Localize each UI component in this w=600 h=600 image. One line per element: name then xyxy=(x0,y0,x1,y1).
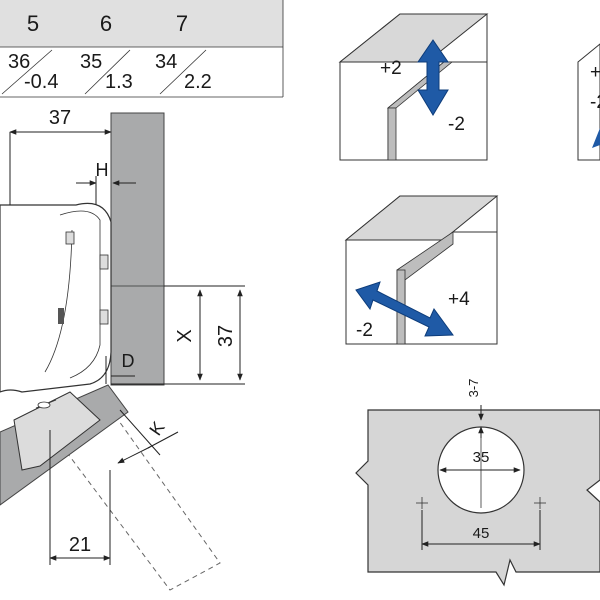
table-cell-7-top: 34 xyxy=(155,51,177,73)
depth-adjustment-view: +4 -2 xyxy=(344,195,499,345)
dim-37-top: 37 xyxy=(49,107,71,129)
table-header-6: 6 xyxy=(100,11,112,36)
label-D: D xyxy=(122,351,135,371)
vertical-adjust-arrow xyxy=(417,39,449,116)
dim-45: 45 xyxy=(473,525,490,542)
vertical-minus-2: -2 xyxy=(448,114,465,135)
table-cell-6-bottom: 1.3 xyxy=(105,71,133,93)
dim-35: 35 xyxy=(473,449,490,466)
label-X: X xyxy=(174,329,196,342)
dim-3-7: 3-7 xyxy=(466,379,481,398)
dim-21: 21 xyxy=(69,534,91,556)
vertical-plus-2: +2 xyxy=(380,58,402,79)
table-cell-5-bottom: -0.4 xyxy=(24,71,58,93)
label-K: K xyxy=(145,418,168,439)
table-cell-7-bottom: 2.2 xyxy=(184,71,212,93)
table-header-7: 7 xyxy=(176,11,188,36)
hinge-side-view: 37 H X 37 D K 21 xyxy=(0,107,245,591)
hinge-cup xyxy=(13,391,101,471)
vertical-adjustment-partial-view: + -2 xyxy=(577,43,600,161)
label-H: H xyxy=(96,160,109,180)
table-header-5: 5 xyxy=(27,11,39,36)
adjustment-table: 5 6 7 36 -0.4 35 1.3 34 2.2 xyxy=(0,0,284,98)
depth-adjust-arrow xyxy=(355,281,454,337)
partial-plus: + xyxy=(590,62,600,83)
table-cell-6-top: 35 xyxy=(80,51,102,73)
table-header-row xyxy=(0,0,283,47)
dim-37-side: 37 xyxy=(215,325,237,347)
table-cell-5-top: 36 xyxy=(8,51,30,73)
depth-minus-2: -2 xyxy=(356,320,373,341)
cabinet-side-panel xyxy=(110,112,165,386)
depth-plus-4: +4 xyxy=(448,289,470,310)
hinge-arm xyxy=(0,202,112,393)
partial-minus: -2 xyxy=(590,92,600,113)
cabinet-top-face-2 xyxy=(344,195,499,241)
drilling-template: 35 3-7 45 xyxy=(355,379,600,587)
door-outline-dashed xyxy=(49,399,221,591)
cabinet-top-face xyxy=(338,13,489,63)
vertical-adjustment-view: +2 -2 xyxy=(338,13,489,161)
